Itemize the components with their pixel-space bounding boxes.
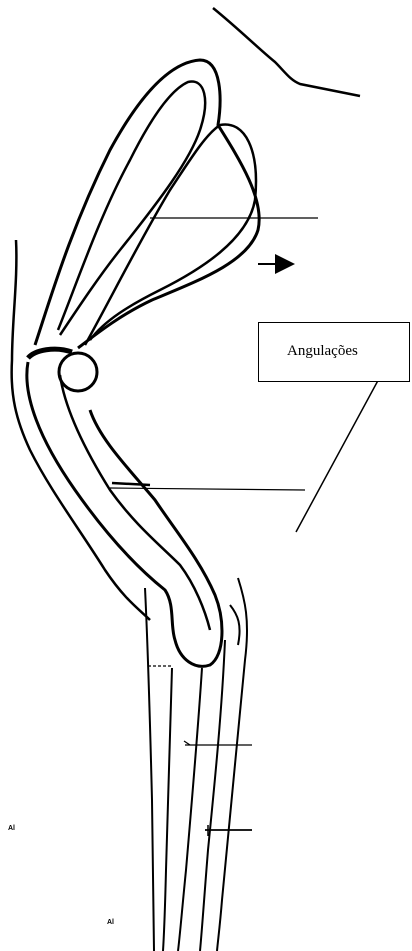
angulation-label-text: Angulações	[287, 343, 358, 360]
upper-structure-inner-2	[85, 124, 256, 345]
leader-line-2-tick	[112, 483, 150, 485]
forearm-bone-2	[163, 668, 172, 951]
small-mark-text-1: Al	[8, 825, 15, 832]
forearm-bone-6	[230, 605, 240, 645]
small-mark-text-2: Al	[107, 919, 114, 926]
s-bone-outer	[27, 362, 222, 666]
forearm-bone-3	[178, 668, 202, 951]
joint-circle	[59, 353, 97, 391]
background-contour	[213, 8, 360, 96]
upper-structure-inner	[58, 82, 205, 335]
leader-line-2	[110, 488, 305, 490]
forearm-bone-1	[145, 588, 154, 951]
left-contour	[12, 240, 150, 620]
angulation-label-box: Angulações	[258, 322, 410, 382]
angulation-pointer-arrow	[296, 362, 388, 532]
